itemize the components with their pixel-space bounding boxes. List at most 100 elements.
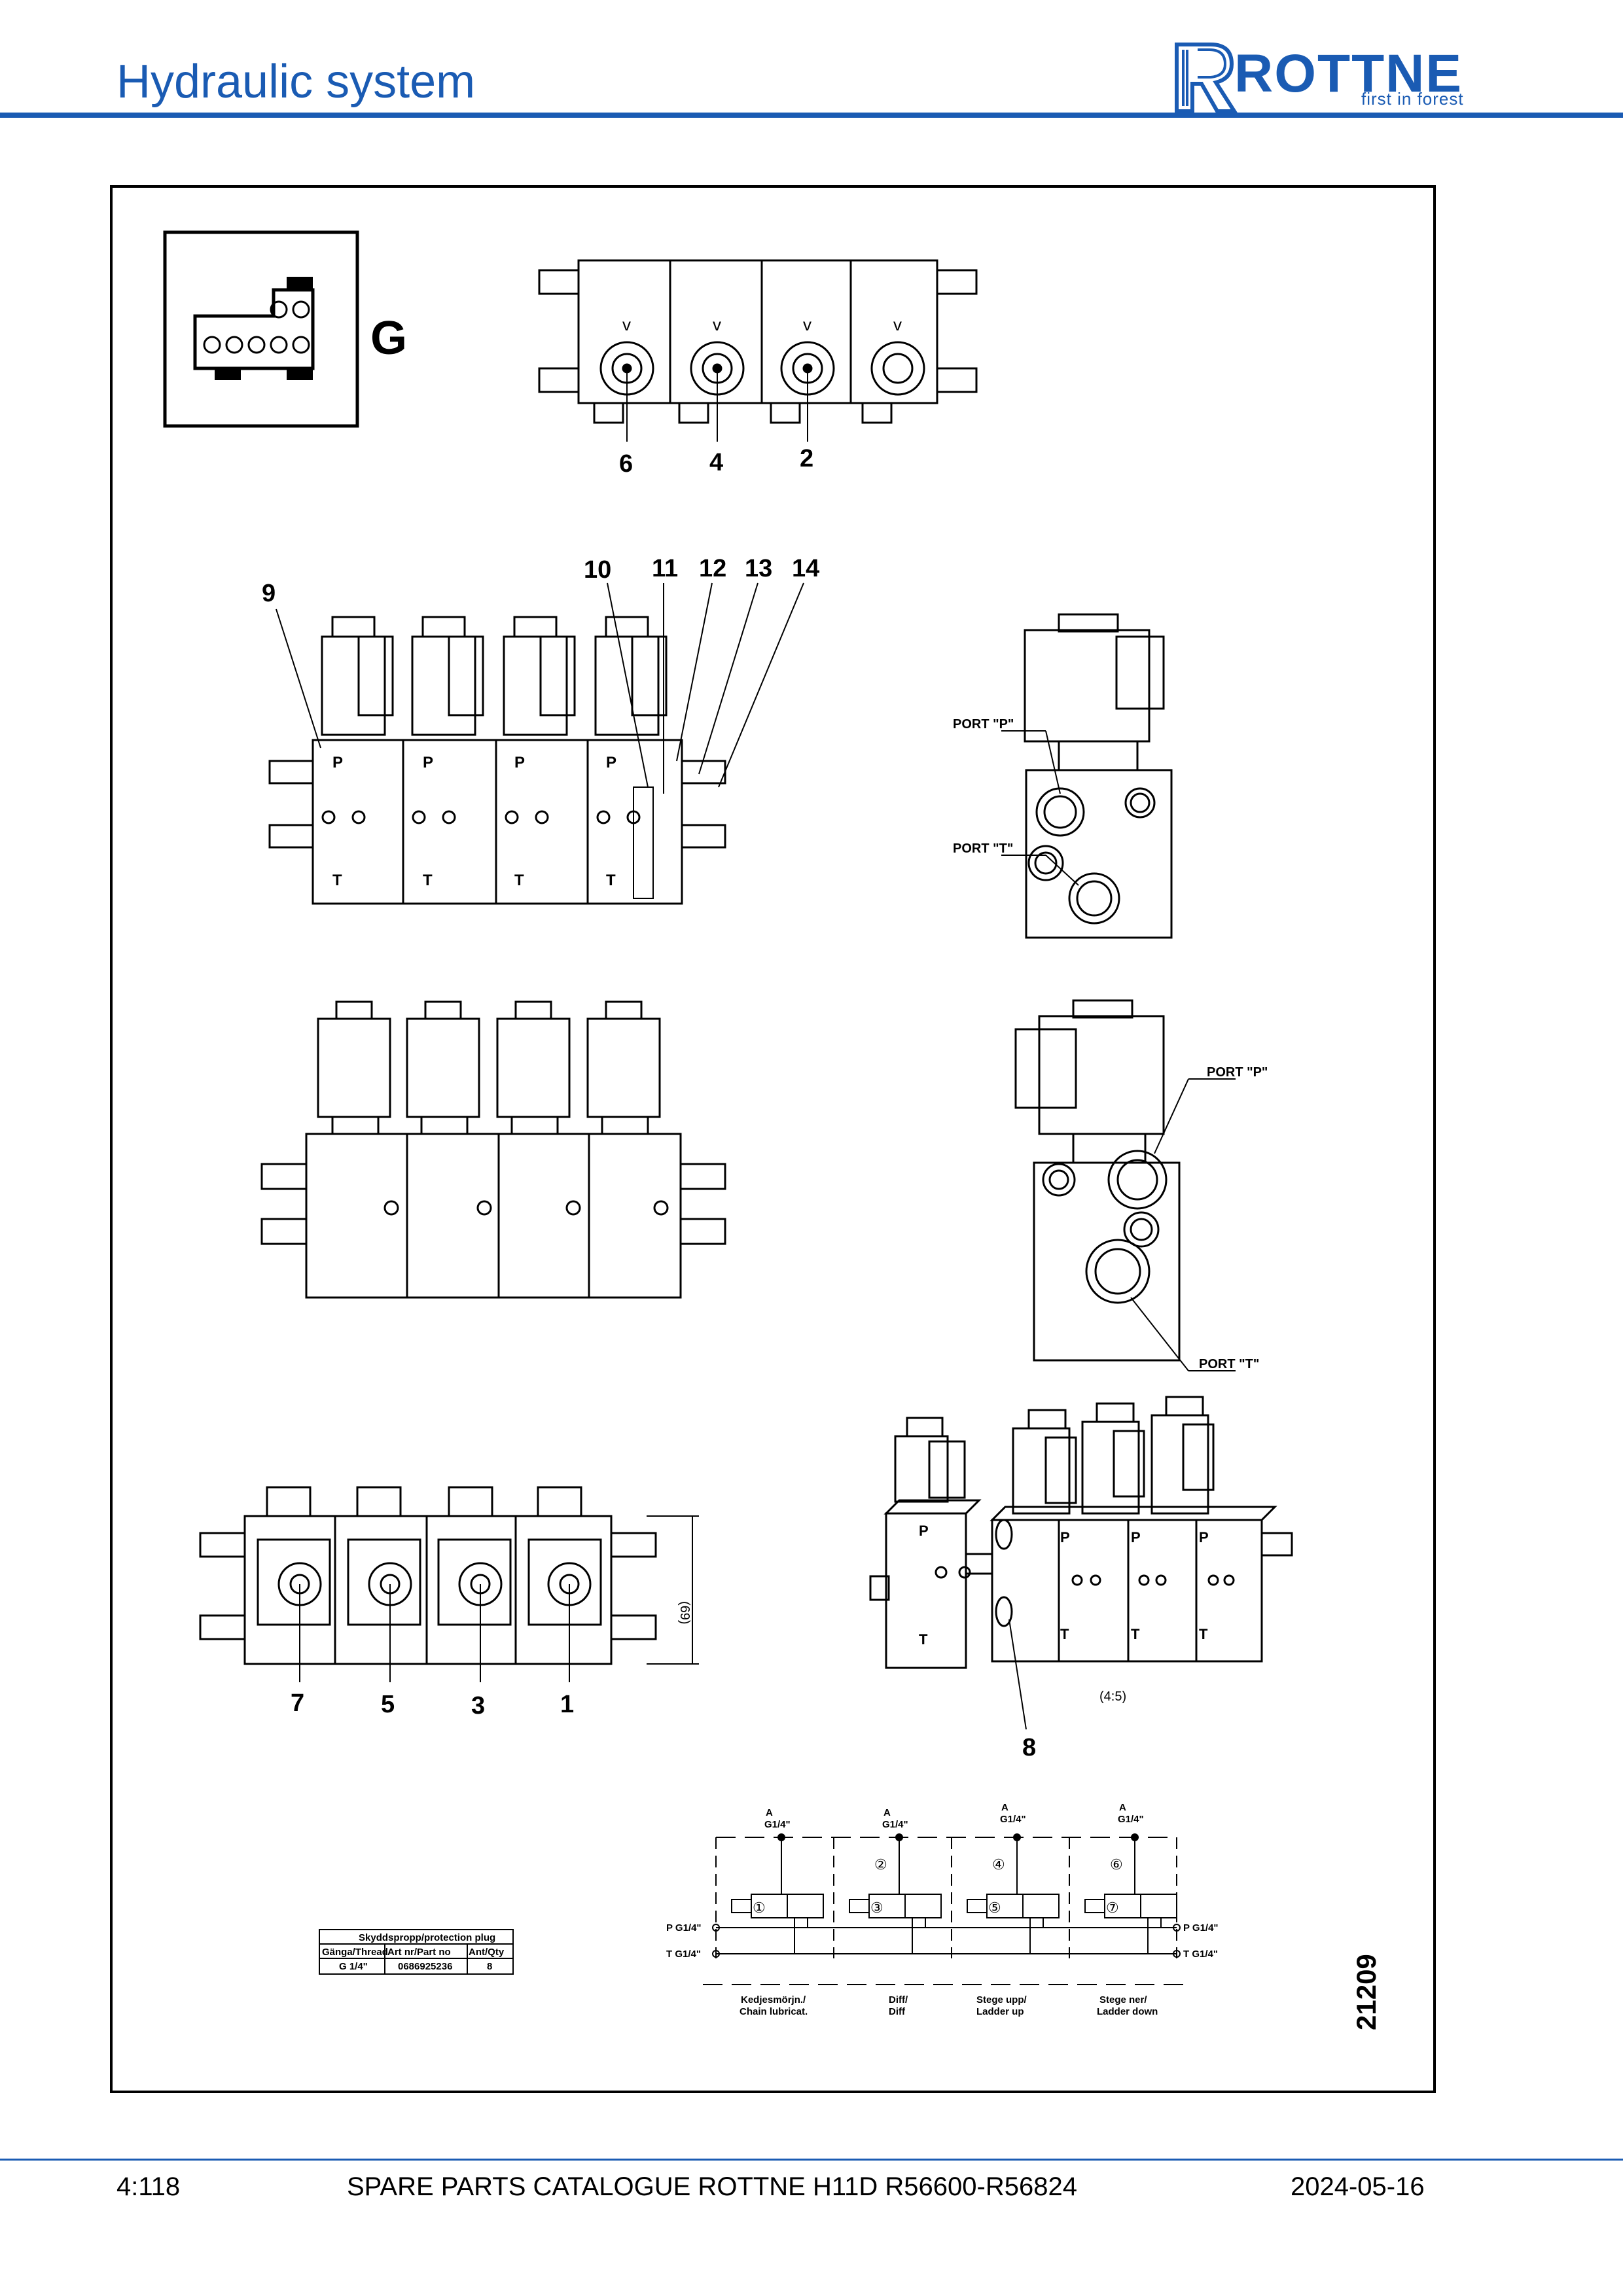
- port-size: G1/4": [764, 1819, 791, 1830]
- a-label: A: [766, 1807, 773, 1818]
- a-label: A: [1001, 1802, 1008, 1813]
- front-holes: [321, 810, 641, 824]
- port-t-label: PORT "T": [953, 841, 1013, 856]
- publication-date: 2024-05-16: [1291, 2172, 1425, 2201]
- function-label: Diff: [889, 2006, 906, 2017]
- catalogue-title: SPARE PARTS CATALOGUE ROTTNE H11D R56600…: [347, 2172, 1077, 2201]
- iso-port-p: P: [1060, 1529, 1070, 1545]
- port-p-label: PORT "P": [1207, 1065, 1268, 1080]
- arrow-marker: v: [622, 315, 631, 334]
- table-header: Gänga/Thread: [322, 1947, 388, 1958]
- iso-port-p: P: [1131, 1529, 1141, 1545]
- table-cell: 0686925236: [398, 1961, 452, 1972]
- a-label: A: [883, 1807, 891, 1818]
- callout-11: 11: [652, 555, 678, 582]
- page-title: Hydraulic system: [116, 56, 476, 108]
- function-label: Kedjesmörjn./: [741, 1994, 806, 2005]
- callout-1: 1: [560, 1691, 574, 1718]
- schematic-valves: [731, 1833, 1177, 1954]
- drawing-number: 21209: [1351, 1954, 1382, 2030]
- callout-14: 14: [792, 555, 819, 582]
- scale-note: (4:5): [1099, 1689, 1126, 1704]
- drawing-frame: [110, 185, 1436, 2093]
- iso-port-p: P: [919, 1523, 929, 1539]
- check-valve-number: ④: [992, 1856, 1005, 1873]
- callout-6: 6: [619, 450, 633, 478]
- valve-number: ⑤: [988, 1899, 1001, 1916]
- table-header: Ant/Qty: [469, 1947, 505, 1958]
- callout-7: 7: [291, 1689, 304, 1717]
- callout-8: 8: [1022, 1734, 1036, 1761]
- table-header: Art nr/Part no: [387, 1947, 451, 1958]
- valve-number: ③: [870, 1899, 883, 1916]
- valve-bottom-view: (69) 7 5 3 1: [199, 1486, 699, 1720]
- arrow-marker: v: [803, 315, 812, 334]
- check-valve-number: ⑥: [1110, 1856, 1123, 1873]
- rottne-logo: ROTTNE first in forest: [1171, 38, 1512, 116]
- table-cell: G 1/4": [339, 1961, 368, 1972]
- iso-port-p: P: [1199, 1529, 1209, 1545]
- p-line-label-left: P G1/4": [666, 1922, 702, 1934]
- port-t: T: [332, 872, 342, 889]
- port-size: G1/4": [882, 1819, 908, 1830]
- callout-3: 3: [471, 1692, 485, 1720]
- port-size: G1/4": [1118, 1814, 1144, 1825]
- valve-side-view-lower: PORT "P" PORT "T": [1014, 999, 1268, 1371]
- valve-side-view-upper: PORT "P" PORT "T": [953, 613, 1173, 939]
- iso-port-t: T: [919, 1631, 928, 1648]
- table-title: Skyddspropp/protection plug: [359, 1932, 495, 1943]
- connector-label: G: [370, 312, 407, 364]
- function-label: Stege ner/: [1099, 1994, 1147, 2005]
- valve-number: ⑦: [1106, 1899, 1119, 1916]
- callout-13: 13: [745, 555, 772, 582]
- table-cell: 8: [487, 1961, 492, 1972]
- function-label: Stege upp/: [976, 1994, 1027, 2005]
- port-p: P: [423, 754, 433, 771]
- page-number: 4:118: [116, 2172, 181, 2201]
- iso-port-t: T: [1060, 1626, 1069, 1642]
- port-p: P: [606, 754, 616, 771]
- t-line-label-left: T G1/4": [666, 1949, 701, 1960]
- check-valve-number: ②: [874, 1856, 887, 1873]
- callout-2: 2: [800, 445, 813, 472]
- port-p-label: PORT "P": [953, 717, 1014, 732]
- footer-rule: [0, 2159, 1623, 2161]
- port-t: T: [423, 872, 433, 889]
- port-p: P: [332, 754, 343, 771]
- port-p: P: [514, 754, 525, 771]
- p-line-label-right: P G1/4": [1183, 1922, 1219, 1934]
- front-coils: [321, 616, 668, 736]
- logo-tagline: first in forest: [1361, 89, 1464, 109]
- port-t-label: PORT "T": [1199, 1357, 1259, 1371]
- port-t: T: [606, 872, 616, 889]
- header-rule: [0, 113, 1623, 118]
- function-label: Ladder up: [976, 2006, 1024, 2017]
- technical-drawing: G v v v v 6 4 2: [163, 230, 1382, 2030]
- a-label: A: [1119, 1802, 1126, 1813]
- callout-4: 4: [709, 449, 723, 476]
- iso-port-t: T: [1131, 1626, 1140, 1642]
- port-size: G1/4": [1000, 1814, 1026, 1825]
- arrow-marker: v: [713, 315, 721, 334]
- iso-port-t: T: [1199, 1626, 1208, 1642]
- function-label: Ladder down: [1097, 2006, 1158, 2017]
- callout-9: 9: [262, 580, 276, 607]
- function-label: Diff/: [889, 1994, 908, 2005]
- connector-g-symbol: G: [163, 230, 407, 428]
- valve-front-view-plain: [260, 1000, 726, 1299]
- valve-top-view: v v v v 6 4 2: [538, 259, 978, 478]
- logo-wordmark: ROTTNE: [1234, 44, 1463, 103]
- valve-isometric-view: P T P P P T T T (4:5) 8: [869, 1396, 1293, 1761]
- valve-number: ①: [753, 1899, 766, 1916]
- valve-front-view: P P P P T T T T 9 10 11 12 13 14: [262, 555, 819, 905]
- callout-12: 12: [699, 555, 726, 582]
- rottne-emblem-icon: [1175, 43, 1238, 113]
- callout-5: 5: [381, 1691, 395, 1718]
- hydraulic-schematic: A G1/4" A G1/4" A G1/4" A G1/4" P G1/4" …: [666, 1802, 1219, 2017]
- arrow-marker: v: [893, 315, 902, 334]
- function-label: Chain lubricat.: [740, 2006, 808, 2017]
- callout-10: 10: [584, 556, 611, 584]
- t-line-label-right: T G1/4": [1183, 1949, 1218, 1960]
- dimension-label: (69): [677, 1601, 692, 1625]
- protection-plug-table: Skyddspropp/protection plug Gänga/Thread…: [319, 1929, 514, 1975]
